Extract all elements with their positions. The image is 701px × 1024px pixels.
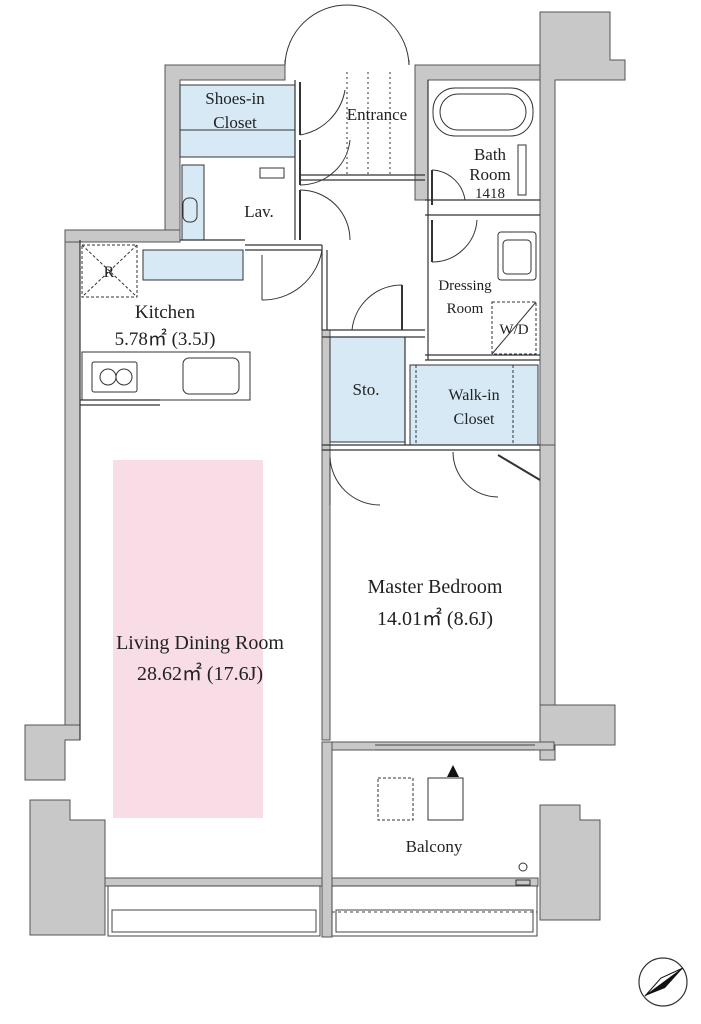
walkin-fill <box>409 364 539 446</box>
label-storage: Sto. <box>353 380 380 399</box>
label-living: Living Dining Room <box>116 632 284 654</box>
label-shoes-closet-1: Shoes-in <box>205 89 265 108</box>
entrance-door <box>284 4 410 175</box>
label-lav: Lav. <box>244 202 274 221</box>
label-bath-2: Room <box>469 165 511 184</box>
label-dressing-2: Room <box>447 301 484 317</box>
label-balcony: Balcony <box>406 837 463 856</box>
label-washer-dryer: W/D <box>499 322 528 338</box>
label-bath-1: Bath <box>474 145 507 164</box>
living-highlight <box>113 460 263 818</box>
balcony-arrow-icon <box>447 765 459 777</box>
door-swings <box>261 82 541 506</box>
fixtures <box>81 87 537 886</box>
label-entrance: Entrance <box>347 105 407 124</box>
north-arrow-icon <box>638 957 688 1007</box>
label-walkin-1: Walk-in <box>448 387 499 404</box>
label-kitchen: Kitchen <box>135 302 196 323</box>
room-labels: Entrance Shoes-in Closet Lav. Bath Room … <box>104 89 529 856</box>
label-master-area: 14.01㎡ (8.6J) <box>377 606 493 630</box>
kitchen-counter-fill <box>142 249 244 281</box>
label-bath-size: 1418 <box>475 186 505 202</box>
label-master-bedroom: Master Bedroom <box>368 576 503 598</box>
storage-fill <box>329 336 406 443</box>
label-kitchen-area: 5.78㎡ (3.5J) <box>115 327 216 350</box>
lav-fill <box>181 164 205 241</box>
balcony-railing <box>107 744 538 937</box>
interior-walls <box>79 80 540 740</box>
label-living-area: 28.62㎡ (17.6J) <box>137 661 263 685</box>
shoes-closet-fill <box>179 84 296 158</box>
label-shoes-closet-2: Closet <box>213 113 257 132</box>
label-refrigerator: R <box>104 264 115 281</box>
label-dressing-1: Dressing <box>438 278 492 294</box>
structural-walls <box>24 11 626 938</box>
label-walkin-2: Closet <box>454 411 495 428</box>
